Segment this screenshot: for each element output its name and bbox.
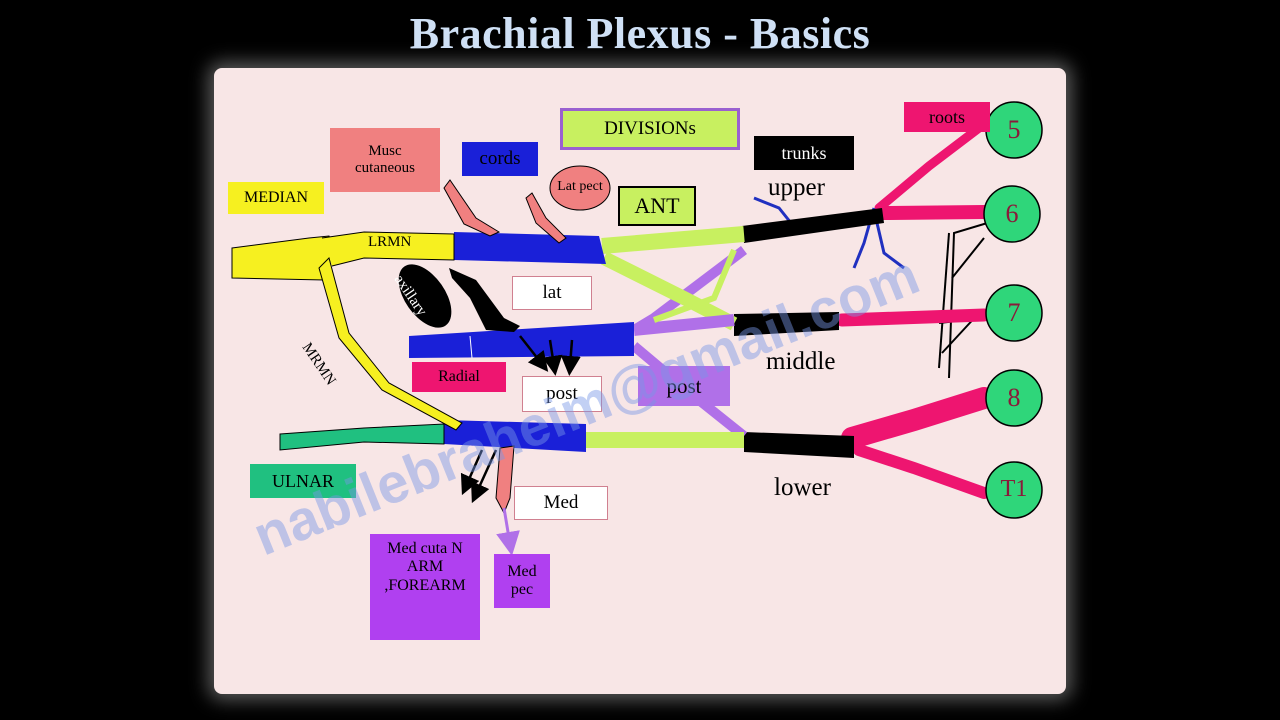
med-box: Med [514,486,608,520]
lat-pect-label: Lat pect [557,178,603,194]
lower-trunk-label: lower [774,474,831,501]
root-8-label: 8 [1007,383,1021,413]
med-pec-box: Med pec [494,554,550,608]
radial-arrows [519,335,581,376]
cords-box: cords [462,142,538,176]
musc-cutaneous-box: Musc cutaneous [330,128,440,192]
brachial-plexus-diagram [231,101,1043,556]
root-circle-t1 [985,461,1043,519]
lrmn-branch [321,231,455,267]
post-cord-box: post [522,376,602,412]
median-nerve [231,235,335,281]
upper-ant-division [601,226,745,254]
root-circle-c6 [983,185,1041,243]
musc-cutaneous-branch [443,179,501,237]
lower-trunk [744,432,854,458]
ulnar-nerve-line [279,423,445,451]
posterior-cord [409,322,634,358]
upper-trunk [742,208,884,243]
med-cuta-box: Med cuta N ARM ,FOREARM [370,534,480,640]
lat-box: lat [512,276,592,310]
median-box: MEDIAN [228,182,324,214]
axillary-nerve [449,268,520,332]
lrmn-label: LRMN [368,234,412,250]
middle-trunk [734,312,839,336]
root-6-label: 6 [1005,199,1019,229]
roots-lines [835,123,995,499]
diagram-panel: 5 6 7 8 T1 roots DIVISIONs trunks cords … [214,68,1066,694]
page-title: Brachial Plexus - Basics [409,9,871,58]
root-circles [983,101,1043,519]
mrmn-branch [318,257,463,431]
post-division-box: post [638,366,730,406]
root-c8-line [841,387,995,449]
medial-arrows [460,449,498,504]
divisions-box: DIVISIONs [560,108,740,150]
ant-box: ANT [618,186,696,226]
root-7-label: 7 [1007,298,1021,328]
upper-trunk-label: upper [768,174,825,201]
roots-box: roots [904,102,990,132]
root-t1-label: T1 [1000,476,1028,503]
ulnar-box: ULNAR [250,464,356,498]
radial-box: Radial [412,362,506,392]
middle-ant-division [600,251,738,331]
middle-trunk-label: middle [766,348,836,375]
root-circle-c7 [985,284,1043,342]
root-circle-c8 [985,369,1043,427]
med-pec-arrow [496,507,520,556]
lat-pect-branch [525,192,567,244]
root-5-label: 5 [1007,115,1021,145]
middle-post-division [633,314,735,336]
root-c7-line [835,308,991,327]
medial-cord [444,420,586,452]
trunks-box: trunks [754,136,854,170]
lat-pect-ellipse [549,165,611,211]
upper-post-to-cord [652,248,737,323]
root-c5-line [874,123,984,213]
root-t1-line [853,444,990,499]
med-branch [495,445,515,515]
root-c6-line [877,205,991,220]
lateral-cord [454,232,606,264]
axillary-ellipse [398,264,452,328]
